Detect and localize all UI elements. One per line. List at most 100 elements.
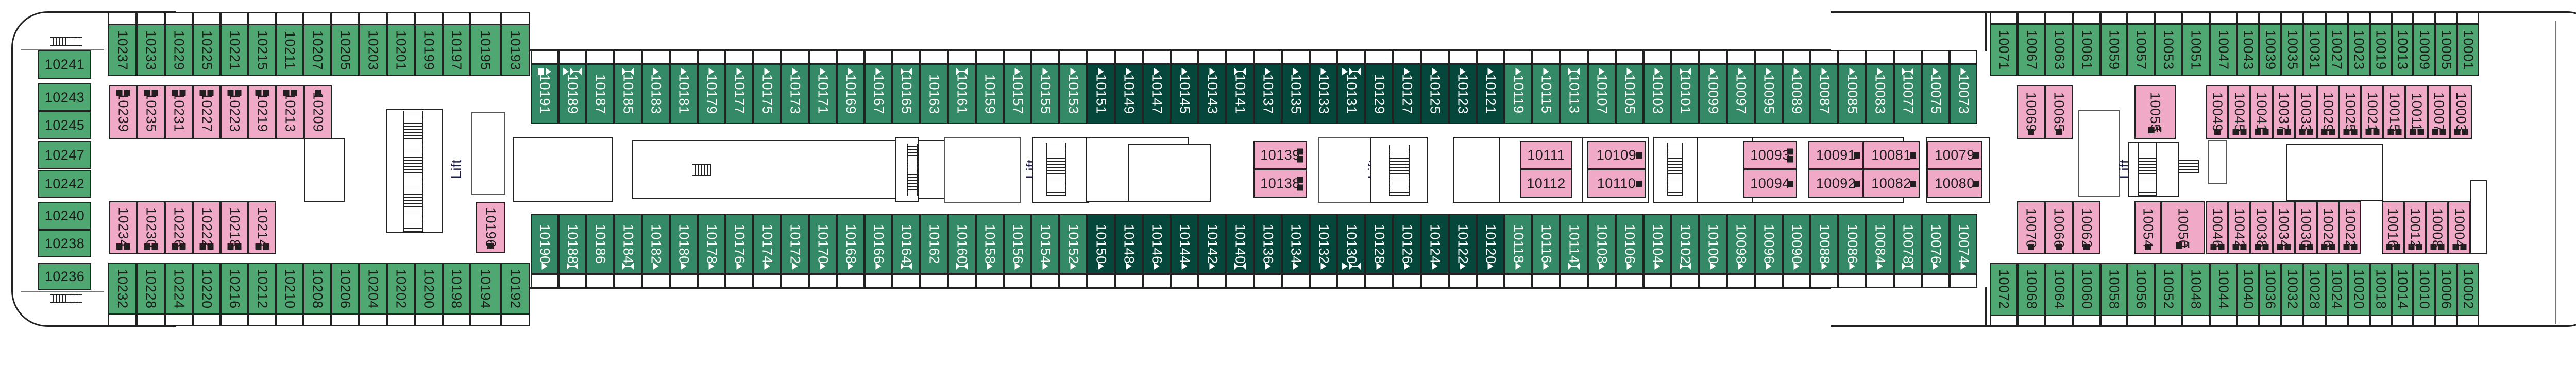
cabin-10028[interactable]: 10028 xyxy=(2303,263,2326,316)
cabin-10162[interactable]: 10162 xyxy=(920,214,948,274)
cabin-10107[interactable]: 10107 xyxy=(1588,64,1616,124)
cabin-10027[interactable]: 10027 xyxy=(2326,24,2348,76)
cabin-10100[interactable]: 10100 xyxy=(1699,214,1727,274)
cabin-10133[interactable]: 10133 xyxy=(1310,64,1337,124)
cabin-10066[interactable]: 10066 xyxy=(2045,201,2073,254)
cabin-10109[interactable]: 10109 xyxy=(1587,141,1646,169)
cabin-10078[interactable]: 10078 xyxy=(1894,214,1922,274)
cabin-10035[interactable]: 10035 xyxy=(2281,24,2303,76)
cabin-10236[interactable]: 10236 xyxy=(38,263,91,290)
cabin-10029[interactable]: 10029 xyxy=(2317,85,2339,139)
cabin-10096[interactable]: 10096 xyxy=(1755,214,1783,274)
cabin-10006[interactable]: 10006 xyxy=(2435,263,2457,316)
cabin-10012[interactable]: 10012 xyxy=(2404,201,2426,254)
cabin-10159[interactable]: 10159 xyxy=(976,64,1004,124)
cabin-10052[interactable]: 10052 xyxy=(2155,263,2182,316)
cabin-10018[interactable]: 10018 xyxy=(2370,263,2392,316)
cabin-10002[interactable]: 10002 xyxy=(2457,263,2479,316)
cabin-10164[interactable]: 10164 xyxy=(892,214,920,274)
cabin-10142[interactable]: 10142 xyxy=(1198,214,1226,274)
cabin-10053[interactable]: 10053 xyxy=(2155,24,2182,76)
cabin-10186[interactable]: 10186 xyxy=(586,214,614,274)
cabin-10091[interactable]: 10091 xyxy=(1808,141,1863,169)
cabin-10038[interactable]: 10038 xyxy=(2250,201,2273,254)
cabin-10081[interactable]: 10081 xyxy=(1863,141,1920,169)
cabin-10088[interactable]: 10088 xyxy=(1810,214,1838,274)
cabin-10210[interactable]: 10210 xyxy=(276,263,303,315)
cabin-10234[interactable]: 10234 xyxy=(109,201,137,254)
cabin-10101[interactable]: 10101 xyxy=(1671,64,1699,124)
cabin-10120[interactable]: 10120 xyxy=(1477,214,1504,274)
cabin-10147[interactable]: 10147 xyxy=(1143,64,1171,124)
cabin-10124[interactable]: 10124 xyxy=(1421,214,1449,274)
cabin-10161[interactable]: 10161 xyxy=(948,64,976,124)
cabin-10201[interactable]: 10201 xyxy=(387,24,415,76)
cabin-10198[interactable]: 10198 xyxy=(443,263,470,315)
cabin-10022[interactable]: 10022 xyxy=(2339,201,2361,254)
cabin-10203[interactable]: 10203 xyxy=(359,24,387,76)
cabin-10184[interactable]: 10184 xyxy=(614,214,642,274)
cabin-10132[interactable]: 10132 xyxy=(1310,214,1337,274)
cabin-10189[interactable]: 10189 xyxy=(558,64,586,124)
cabin-10152[interactable]: 10152 xyxy=(1059,214,1087,274)
cabin-10215[interactable]: 10215 xyxy=(248,24,276,76)
cabin-10239[interactable]: 10239 xyxy=(109,85,137,139)
cabin-10168[interactable]: 10168 xyxy=(837,214,865,274)
cabin-10092[interactable]: 10092 xyxy=(1808,169,1863,198)
cabin-10119[interactable]: 10119 xyxy=(1504,64,1532,124)
cabin-10102[interactable]: 10102 xyxy=(1671,214,1699,274)
cabin-10157[interactable]: 10157 xyxy=(1004,64,1031,124)
cabin-10242[interactable]: 10242 xyxy=(38,170,91,198)
cabin-10097[interactable]: 10097 xyxy=(1727,64,1755,124)
cabin-10148[interactable]: 10148 xyxy=(1115,214,1143,274)
cabin-10058[interactable]: 10058 xyxy=(2100,263,2127,316)
cabin-10145[interactable]: 10145 xyxy=(1171,64,1198,124)
cabin-10183[interactable]: 10183 xyxy=(642,64,670,124)
cabin-10188[interactable]: 10188 xyxy=(558,214,586,274)
cabin-10048[interactable]: 10048 xyxy=(2182,263,2210,316)
cabin-10040[interactable]: 10040 xyxy=(2237,263,2259,316)
cabin-10226[interactable]: 10226 xyxy=(165,201,193,254)
cabin-10171[interactable]: 10171 xyxy=(809,64,837,124)
cabin-10076[interactable]: 10076 xyxy=(1922,214,1950,274)
cabin-10064[interactable]: 10064 xyxy=(2045,263,2073,316)
cabin-10128[interactable]: 10128 xyxy=(1365,214,1393,274)
cabin-10160[interactable]: 10160 xyxy=(948,214,976,274)
cabin-10020[interactable]: 10020 xyxy=(2348,263,2370,316)
cabin-10221[interactable]: 10221 xyxy=(221,24,248,76)
cabin-10065[interactable]: 10065 xyxy=(2045,85,2073,139)
cabin-10056[interactable]: 10056 xyxy=(2127,263,2155,316)
cabin-10134[interactable]: 10134 xyxy=(1282,214,1310,274)
cabin-10031[interactable]: 10031 xyxy=(2303,24,2326,76)
cabin-10114[interactable]: 10114 xyxy=(1560,214,1588,274)
cabin-10233[interactable]: 10233 xyxy=(137,24,165,76)
cabin-10011[interactable]: 10011 xyxy=(2405,85,2428,139)
cabin-10008[interactable]: 10008 xyxy=(2426,201,2448,254)
cabin-10013[interactable]: 10013 xyxy=(2392,24,2413,76)
cabin-10074[interactable]: 10074 xyxy=(1950,214,1977,274)
cabin-10153[interactable]: 10153 xyxy=(1059,64,1087,124)
cabin-10047[interactable]: 10047 xyxy=(2210,24,2237,76)
cabin-10068[interactable]: 10068 xyxy=(2018,263,2045,316)
cabin-10019[interactable]: 10019 xyxy=(2370,24,2392,76)
cabin-10180[interactable]: 10180 xyxy=(670,214,698,274)
cabin-10140[interactable]: 10140 xyxy=(1226,214,1254,274)
cabin-10220[interactable]: 10220 xyxy=(193,263,221,315)
cabin-10063[interactable]: 10063 xyxy=(2045,24,2073,76)
cabin-10112[interactable]: 10112 xyxy=(1520,169,1572,198)
cabin-10136[interactable]: 10136 xyxy=(1254,214,1282,274)
cabin-10016[interactable]: 10016 xyxy=(2382,201,2404,254)
cabin-10085[interactable]: 10085 xyxy=(1838,64,1866,124)
cabin-10199[interactable]: 10199 xyxy=(415,24,443,76)
cabin-10158[interactable]: 10158 xyxy=(976,214,1004,274)
cabin-10069[interactable]: 10069 xyxy=(2017,85,2045,139)
cabin-10113[interactable]: 10113 xyxy=(1560,64,1588,124)
cabin-10095[interactable]: 10095 xyxy=(1755,64,1783,124)
cabin-10179[interactable]: 10179 xyxy=(698,64,725,124)
cabin-10190[interactable]: 10190 xyxy=(531,214,558,274)
cabin-10010[interactable]: 10010 xyxy=(2413,263,2435,316)
cabin-10125[interactable]: 10125 xyxy=(1421,64,1449,124)
cabin-10079[interactable]: 10079 xyxy=(1927,141,1982,169)
